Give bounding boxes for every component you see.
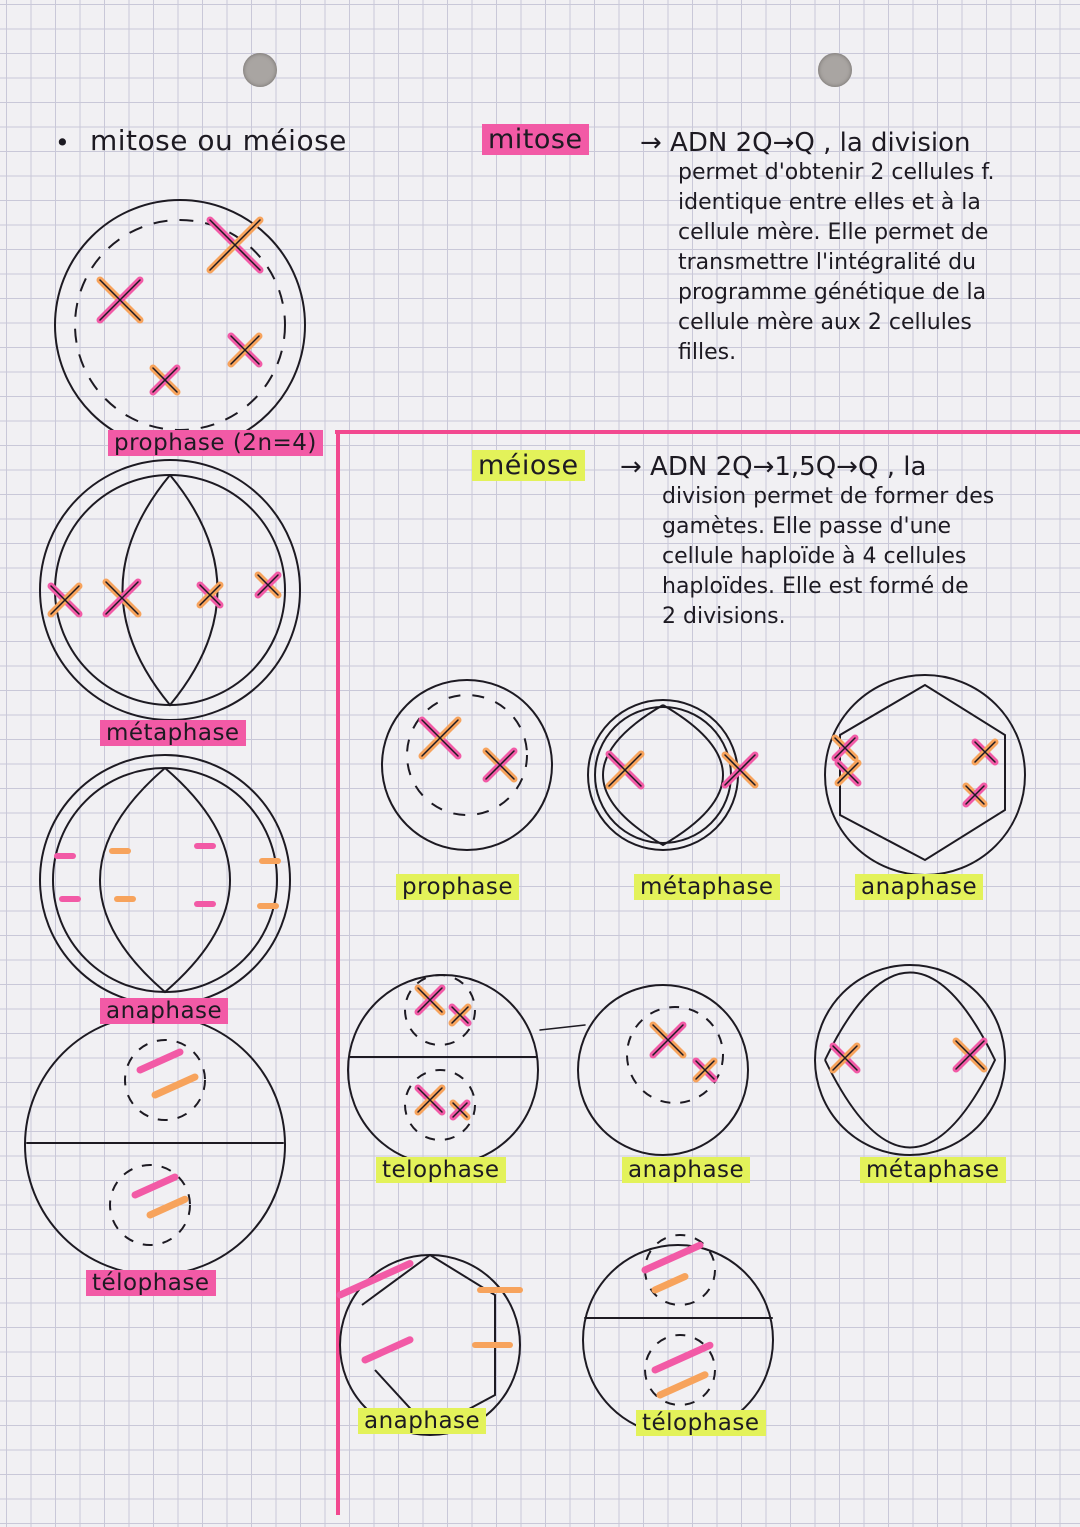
line: haploïdes. Elle est formé de [662, 574, 969, 599]
cell-inner [54, 474, 286, 706]
chromatid-mark [641, 1241, 704, 1274]
meiose-label: méiose [472, 450, 585, 481]
line: identique entre elles et à la [678, 190, 981, 215]
line: → ADN 2Q→1,5Q→Q , la [620, 452, 927, 482]
chromosome-outline [608, 753, 642, 787]
spindle [824, 971, 997, 1149]
chromatid-mark [336, 1260, 414, 1299]
meiose-text: → ADN 2Q→1,5Q→Q , la division permet de … [620, 452, 994, 632]
punch-hole-right [818, 53, 852, 87]
cell-anaphase [39, 754, 291, 1006]
meiose-stage-anaphase-2: anaphase [622, 1157, 751, 1183]
chromosome-outline [955, 1040, 985, 1070]
nucleus [404, 974, 476, 1046]
chromatid-mark [136, 1048, 184, 1074]
meiose-stage-telophase-1: telophase [376, 1157, 506, 1183]
chromatid-mark [146, 1195, 189, 1219]
nucleus [109, 1164, 191, 1246]
arrow [539, 1024, 586, 1031]
divider-horizontal [335, 430, 1080, 434]
nucleus-envelope [74, 219, 286, 431]
spindle [602, 704, 724, 847]
line: cellule haploïde à 4 cellules [662, 544, 967, 569]
chromosome-outline [695, 1060, 715, 1080]
chromosome-outline [834, 737, 856, 759]
cell-meiosis-telophase-2 [582, 1244, 774, 1436]
meiose-stage-metaphase: métaphase [634, 874, 780, 900]
meiose-stage-metaphase-2: métaphase [860, 1157, 1006, 1183]
chromosome-outline [199, 584, 221, 606]
chromatid-mark [651, 1341, 714, 1374]
mitose-label: mitose [482, 124, 589, 155]
chromosome-outline [832, 1045, 858, 1071]
line: permet d'obtenir 2 cellules f. [678, 160, 995, 185]
chromosome-outline [485, 750, 515, 780]
chromosome-outline [209, 219, 261, 271]
line: filles. [678, 340, 737, 365]
nucleus [626, 1006, 724, 1104]
chromosome-outline [99, 279, 141, 321]
line: 2 divisions. [662, 604, 786, 629]
chromatid-mark [151, 1073, 199, 1099]
chromosome-outline [965, 785, 985, 805]
spindle [839, 683, 1006, 862]
chromosome-outline [417, 1087, 443, 1113]
cell-meiosis-anaphase [824, 674, 1026, 876]
chromosome-outline [417, 987, 443, 1013]
chromosome-outline [974, 741, 996, 763]
line: programme génétique de la [678, 280, 987, 305]
line: cellule mère aux 2 cellules [678, 310, 972, 335]
cell-meiosis-metaphase-2 [814, 964, 1006, 1156]
chromosome-outline [724, 754, 756, 786]
nucleus [406, 694, 528, 816]
chromatid-mark [361, 1336, 414, 1364]
mitose-stage-anaphase: anaphase [100, 998, 229, 1024]
mitose-stage-prophase: prophase (2n=4) [108, 430, 323, 456]
meiose-stage-anaphase: anaphase [855, 874, 984, 900]
cell-prophase [54, 199, 306, 451]
line: division permet de former des [662, 484, 995, 509]
nucleus [644, 1334, 716, 1406]
chromosome-outline [837, 762, 859, 784]
chromosome-outline [452, 1102, 468, 1118]
mitose-stage-metaphase: métaphase [100, 720, 246, 746]
meiose-stage-telophase-2: télophase [636, 1410, 766, 1436]
cell-meiosis-prophase [381, 679, 553, 851]
chromosome-outline [451, 1006, 469, 1024]
meiose-stage-anaphase-3: anaphase [358, 1408, 487, 1434]
chromatid-mark [131, 1173, 179, 1199]
cell-meiosis-metaphase [587, 699, 739, 851]
line: transmettre l'intégralité du [678, 250, 977, 275]
cell-inner [52, 767, 278, 993]
chromosome-outline [105, 581, 139, 615]
page-heading: mitose ou méiose [90, 124, 347, 157]
cell-meiosis-anaphase-2 [577, 984, 749, 1156]
divider-vertical [336, 430, 340, 1515]
chromosome-outline [652, 1024, 684, 1056]
cell-telophase [24, 1014, 286, 1276]
meiose-stage-prophase: prophase [396, 874, 520, 900]
bullet: • [55, 128, 71, 157]
chromosome-outline [50, 585, 80, 615]
chromosome-outline [421, 719, 459, 757]
chromatid-mark [656, 1371, 709, 1399]
line: → ADN 2Q→Q , la division [640, 128, 971, 158]
spindle [121, 474, 219, 707]
punch-hole-left [243, 53, 277, 87]
mitose-stage-telophase: télophase [86, 1270, 216, 1296]
spindle [99, 767, 231, 994]
chromosome-outline [152, 367, 178, 393]
chromatid-mark [651, 1273, 689, 1294]
mitose-text: → ADN 2Q→Q , la division permet d'obteni… [640, 128, 994, 368]
chromosome-outline [230, 335, 260, 365]
line: gamètes. Elle passe d'une [662, 514, 952, 539]
nucleus [404, 1069, 476, 1141]
chromosome-outline [257, 574, 279, 596]
nucleus [124, 1039, 206, 1121]
line: cellule mère. Elle permet de [678, 220, 989, 245]
